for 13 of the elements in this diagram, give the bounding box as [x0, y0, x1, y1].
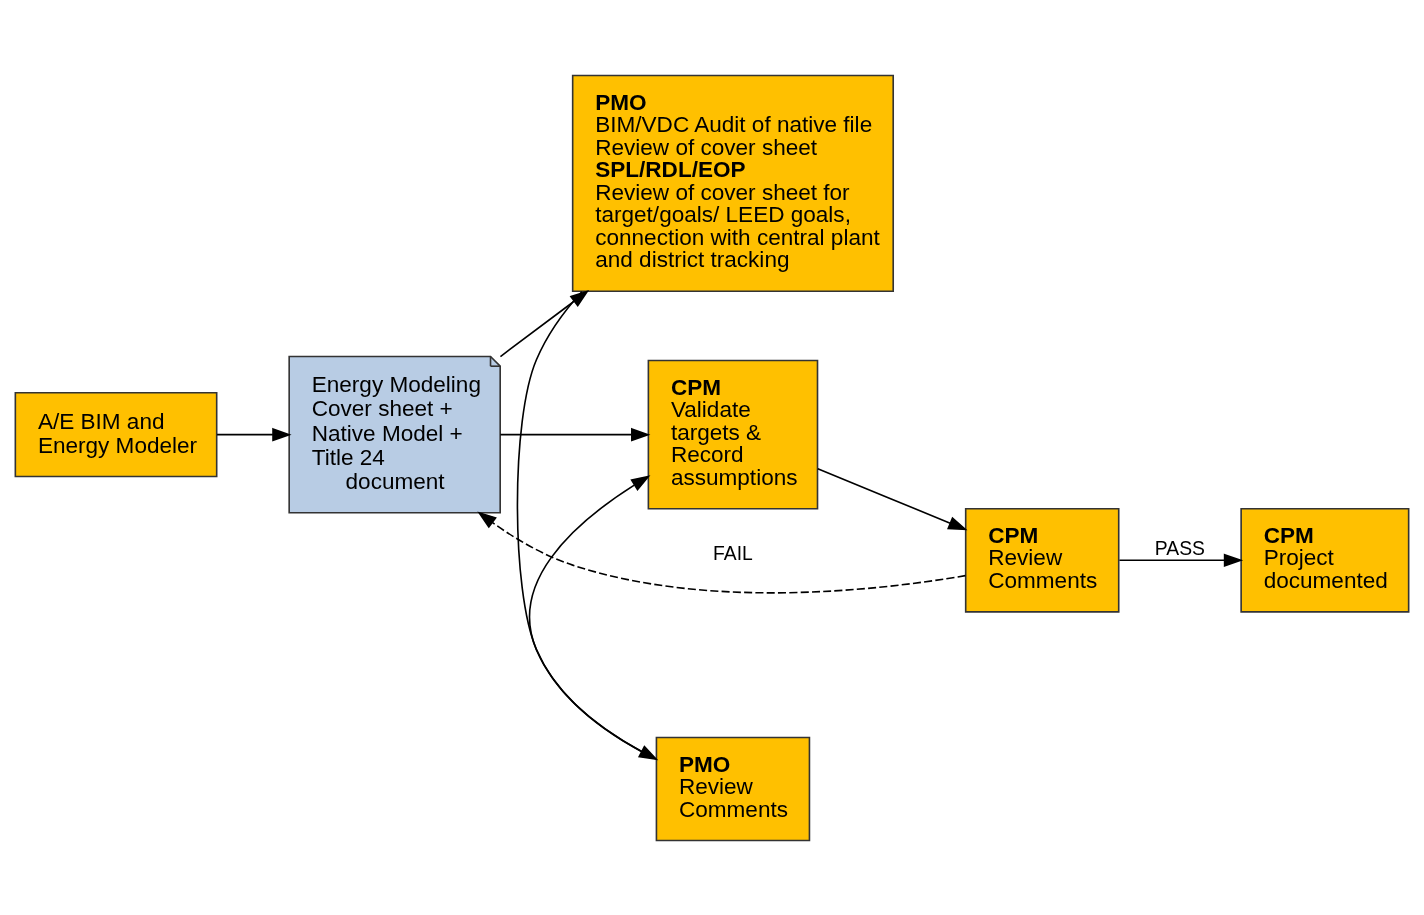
node-box: CPM Review Comments [964, 507, 1120, 613]
node-box: PMO Review Comments [655, 736, 811, 841]
edge-label: PASS [1154, 537, 1205, 559]
arrow [1118, 553, 1244, 567]
node-box: CPM Project documented [1240, 507, 1410, 613]
arrow [216, 427, 292, 441]
node-box: CPM Validate targets & Record assumptions [647, 359, 819, 510]
node-box: PMO BIM/VDC Audit of native file Review of cover sheet SPL/RDL/EOP Review of cover sheet for target/goals/ LEED goals, connection with central plant and district tracking [571, 74, 894, 292]
arrow [499, 427, 651, 441]
edge-label: FAIL [713, 542, 753, 564]
arrow [477, 510, 967, 594]
node-box: A/E BIM and Energy Modeler [14, 391, 218, 477]
arrow [816, 467, 968, 530]
